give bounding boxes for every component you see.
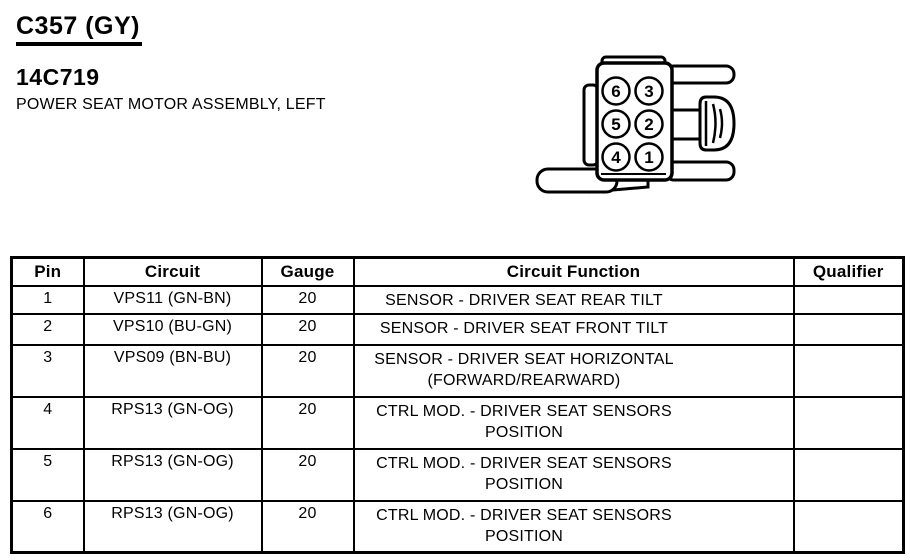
qualifier-cell [792, 447, 905, 502]
connector-pin-circle [601, 76, 631, 106]
gauge-cell: 20 [260, 312, 355, 346]
column-header-pin: Pin [10, 256, 85, 287]
connector-pin-number: 1 [644, 148, 653, 167]
connector-latch-clip [698, 95, 736, 152]
pin-cell: 6 [10, 499, 85, 554]
qualifier-cell [792, 312, 905, 346]
qualifier-cell [792, 395, 905, 450]
connector-latch-detail [704, 101, 724, 146]
pin-cell: 1 [10, 284, 85, 315]
function-text: SENSOR - DRIVER SEAT HORIZONTAL (FORWARD… [374, 350, 674, 389]
circuit-cell: RPS13 (GN-OG) [82, 499, 263, 554]
function-cell: CTRL MOD. - DRIVER SEAT SENSORS POSITION [352, 447, 795, 502]
connector-pin-circle [634, 109, 664, 139]
connector-prong-bottom [664, 160, 736, 182]
gauge-cell: 20 [260, 284, 355, 315]
function-cell: SENSOR - DRIVER SEAT REAR TILT [352, 284, 795, 315]
connector-pin-number: 6 [611, 82, 620, 101]
table-row: 3 VPS09 (BN-BU) 20 SENSOR - DRIVER SEAT … [10, 343, 905, 398]
qualifier-cell [792, 284, 905, 315]
gauge-cell: 20 [260, 499, 355, 554]
table-row: 6 RPS13 (GN-OG) 20 CTRL MOD. - DRIVER SE… [10, 499, 905, 554]
function-text: SENSOR - DRIVER SEAT REAR TILT [385, 291, 663, 309]
function-cell: SENSOR - DRIVER SEAT FRONT TILT [352, 312, 795, 346]
pin-cell: 5 [10, 447, 85, 502]
table-row: 1 VPS11 (GN-BN) 20 SENSOR - DRIVER SEAT … [10, 284, 905, 315]
connector-diagram: 6 3 5 2 4 1 [528, 46, 760, 208]
pin-cell: 2 [10, 312, 85, 346]
table-row: 2 VPS10 (BU-GN) 20 SENSOR - DRIVER SEAT … [10, 312, 905, 346]
connector-pin-circle [601, 142, 631, 172]
circuit-cell: RPS13 (GN-OG) [82, 447, 263, 502]
column-header-gauge: Gauge [260, 256, 355, 287]
connector-prong-top [664, 64, 736, 85]
connector-pin-circle [634, 76, 664, 106]
function-text: CTRL MOD. - DRIVER SEAT SENSORS POSITION [376, 506, 672, 545]
function-text: CTRL MOD. - DRIVER SEAT SENSORS POSITION [376, 454, 672, 493]
table-row: 5 RPS13 (GN-OG) 20 CTRL MOD. - DRIVER SE… [10, 447, 905, 502]
function-cell: SENSOR - DRIVER SEAT HORIZONTAL (FORWARD… [352, 343, 795, 398]
circuit-cell: RPS13 (GN-OG) [82, 395, 263, 450]
connector-pin-number: 3 [644, 82, 653, 101]
column-header-function: Circuit Function [352, 256, 795, 287]
gauge-cell: 20 [260, 343, 355, 398]
connector-pin-circle [634, 142, 664, 172]
pin-cell: 3 [10, 343, 85, 398]
column-header-qualifier: Qualifier [792, 256, 905, 287]
qualifier-cell [792, 499, 905, 554]
function-cell: CTRL MOD. - DRIVER SEAT SENSORS POSITION [352, 395, 795, 450]
qualifier-cell [792, 343, 905, 398]
connector-pin-number: 4 [611, 148, 621, 167]
table-header-row: Pin Circuit Gauge Circuit Function Quali… [10, 256, 905, 287]
connector-id-title: C357 (GY) [16, 12, 142, 46]
connector-pin-number: 2 [644, 115, 653, 134]
gauge-cell: 20 [260, 395, 355, 450]
circuit-cell: VPS11 (GN-BN) [82, 284, 263, 315]
function-cell: CTRL MOD. - DRIVER SEAT SENSORS POSITION [352, 499, 795, 554]
pinout-table: Pin Circuit Gauge Circuit Function Quali… [10, 256, 905, 554]
connector-pin-circle [601, 109, 631, 139]
function-text: SENSOR - DRIVER SEAT FRONT TILT [379, 319, 669, 337]
part-number: 14C719 [16, 64, 100, 90]
pin-cell: 4 [10, 395, 85, 450]
gauge-cell: 20 [260, 447, 355, 502]
connector-pin-number: 5 [611, 115, 620, 134]
circuit-cell: VPS09 (BN-BU) [82, 343, 263, 398]
table-row: 4 RPS13 (GN-OG) 20 CTRL MOD. - DRIVER SE… [10, 395, 905, 450]
column-header-circuit: Circuit [82, 256, 263, 287]
circuit-cell: VPS10 (BU-GN) [82, 312, 263, 346]
part-name: POWER SEAT MOTOR ASSEMBLY, LEFT [16, 96, 326, 113]
function-text: CTRL MOD. - DRIVER SEAT SENSORS POSITION [376, 402, 672, 441]
